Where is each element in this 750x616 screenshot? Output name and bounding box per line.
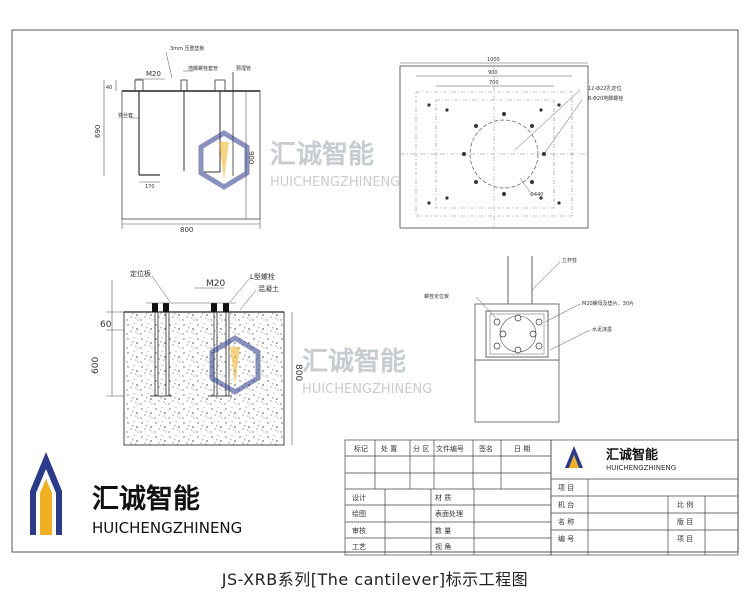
note-pipe: 预埋管: [236, 65, 251, 72]
plan-dim-700: 700: [489, 80, 499, 86]
title-block-header: 标记 处 置 分 区 文件编号 签名 日 期: [354, 444, 530, 453]
watermark-upper: 汇诚智能 HUICHENGZHINENG: [201, 133, 400, 190]
detail-nut: M20螺母及垫片，30片: [582, 300, 634, 307]
section-dim-600: 600: [91, 357, 101, 374]
watermark-upper-cn: 汇诚智能: [270, 139, 374, 170]
foundation-section-view: 60 600 800 M20 定位板 L型螺栓 混凝土: [91, 269, 303, 446]
installation-detail-view: 立杆柱 螺栓定位板 M20螺母及垫片，30片 水泥沫墨: [424, 256, 634, 423]
section-dim-800: 800: [293, 364, 303, 381]
note-top-plate: 3mm 压重垫板: [170, 45, 205, 52]
brand-logo-en: HUICHENGZHINENG: [92, 519, 242, 537]
tb-header-4: 签名: [479, 444, 493, 453]
section-dim-60: 60: [100, 320, 112, 330]
plan-dim-1000: 1000: [487, 57, 500, 63]
detail-column: 立杆柱: [562, 257, 577, 264]
label-l-bolt: L型螺栓: [250, 272, 275, 281]
plan-dim-900: 900: [488, 70, 498, 76]
plan-view: 1000 900 700 12-Φ22孔定位 8-Φ20地脚螺栓 Φ440: [399, 57, 623, 229]
brand-logo-icon: [565, 446, 583, 468]
tb-left-row-1-b: 表面处理: [435, 509, 463, 518]
label-concrete: 混凝土: [258, 284, 279, 293]
title-block-logo: 汇诚智能 HUICHENGZHINENG: [565, 446, 676, 472]
drawing-caption: JS-XRB系列[The cantilever]标示工程图: [221, 570, 529, 589]
watermark-middle-cn: 汇诚智能: [302, 346, 406, 377]
tb-right-row-0-a: 项 目: [558, 484, 574, 492]
brand-logo-cn: 汇诚智能: [92, 483, 200, 515]
watermark-hex-icon: [201, 133, 247, 187]
tb-header-3: 文件编号: [436, 444, 464, 453]
title-block-right-rows: 项 目 机 台 比 例 名 称 版 目 编 号 项 目: [558, 484, 693, 543]
tb-right-row-1-a: 机 台: [558, 500, 574, 509]
side-width-dim: 800: [180, 226, 193, 234]
side-top-dim: 40: [106, 85, 112, 91]
tb-right-row-2-a: 名 称: [558, 517, 574, 526]
tb-logo-en: HUICHENGZHINENG: [606, 464, 676, 472]
note-bolts: 8-Φ20地脚螺栓: [588, 95, 623, 102]
tb-left-row-0-a: 设计: [352, 493, 366, 502]
note-bolt-sleeve: 地脚螺栓套管: [188, 65, 218, 72]
tb-header-2: 分 区: [413, 444, 429, 453]
tb-left-row-3-a: 工艺: [352, 543, 366, 551]
tb-left-row-0-b: 材 质: [435, 493, 451, 502]
note-holes: 12-Φ22孔定位: [588, 85, 621, 92]
tb-header-1: 处 置: [381, 444, 397, 453]
detail-cement: 水泥沫墨: [592, 326, 612, 333]
side-m20-dim: M20: [146, 70, 161, 78]
brand-logo-large: 汇诚智能 HUICHENGZHINENG: [20, 450, 320, 545]
tb-left-row-2-a: 审核: [352, 526, 366, 535]
tb-right-row-2-b: 版 目: [677, 517, 693, 526]
watermark-middle: 汇诚智能 HUICHENGZHINENG: [212, 338, 432, 397]
title-block: [344, 439, 739, 556]
tb-right-row-3-a: 编 号: [558, 534, 574, 543]
tb-right-row-1-b: 比 例: [677, 500, 693, 509]
section-m20: M20: [206, 279, 225, 289]
detail-flange: 螺栓定位板: [424, 293, 449, 300]
side-elevation-view: 800 900 690 40 M20 170 3mm 压重垫板 地脚螺栓套管 铁…: [94, 45, 261, 234]
tb-header-0: 标记: [354, 444, 368, 453]
tb-left-row-2-b: 数 量: [435, 526, 451, 535]
label-plate: 定位板: [130, 269, 151, 278]
logo-outer-icon: [30, 452, 62, 535]
tb-header-5: 日 期: [514, 445, 530, 453]
title-block-left-rows: 设计 材 质 绘图 表面处理 审核 数 量 工艺 视 角: [352, 493, 463, 551]
watermark-middle-en: HUICHENGZHINENG: [302, 382, 432, 397]
tb-left-row-1-a: 绘图: [352, 509, 366, 518]
side-hook-dim: 170: [145, 184, 155, 190]
note-anchor: 铁丝套: [118, 112, 133, 119]
tb-right-row-3-b: 项 目: [677, 535, 693, 543]
plan-dia-dim: Φ440: [530, 192, 543, 198]
side-height-dim: 900: [247, 151, 255, 164]
watermark-upper-en: HUICHENGZHINENG: [270, 175, 400, 190]
side-depth-dim: 690: [94, 125, 102, 138]
logo-inner-icon: [40, 479, 52, 535]
tb-left-row-3-b: 视 角: [435, 542, 451, 551]
tb-logo-cn: 汇诚智能: [606, 447, 658, 463]
